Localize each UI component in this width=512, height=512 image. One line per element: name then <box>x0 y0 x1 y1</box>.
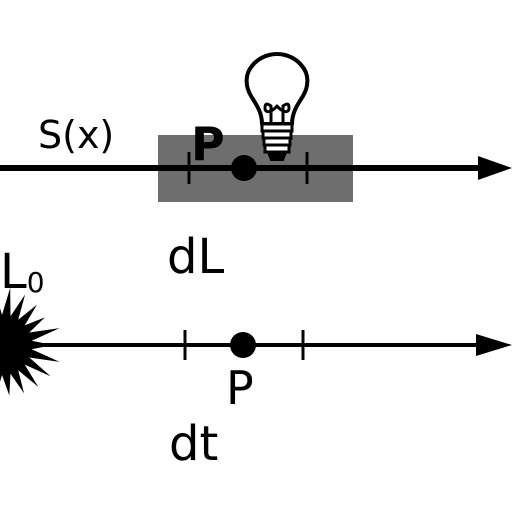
bottom-axis-arrowhead <box>476 334 512 356</box>
starburst-light-source-icon <box>0 287 60 396</box>
top-axis-arrowhead <box>478 156 512 180</box>
interval-label-dL: dL <box>167 229 224 285</box>
bottom-point-marker <box>230 332 256 358</box>
top-panel: S(x) P dL <box>0 52 512 285</box>
top-point-label: P <box>191 117 225 171</box>
source-label: L0 <box>0 244 45 300</box>
top-point-marker <box>231 155 257 181</box>
interval-label-dt: dt <box>169 416 218 472</box>
bottom-panel: L0 P dt <box>0 244 512 472</box>
function-label: S(x) <box>38 113 114 157</box>
light-bulb-icon <box>244 52 310 161</box>
source-label-subscript: 0 <box>27 266 45 299</box>
bottom-point-label: P <box>226 361 254 415</box>
source-label-main: L <box>0 244 27 300</box>
